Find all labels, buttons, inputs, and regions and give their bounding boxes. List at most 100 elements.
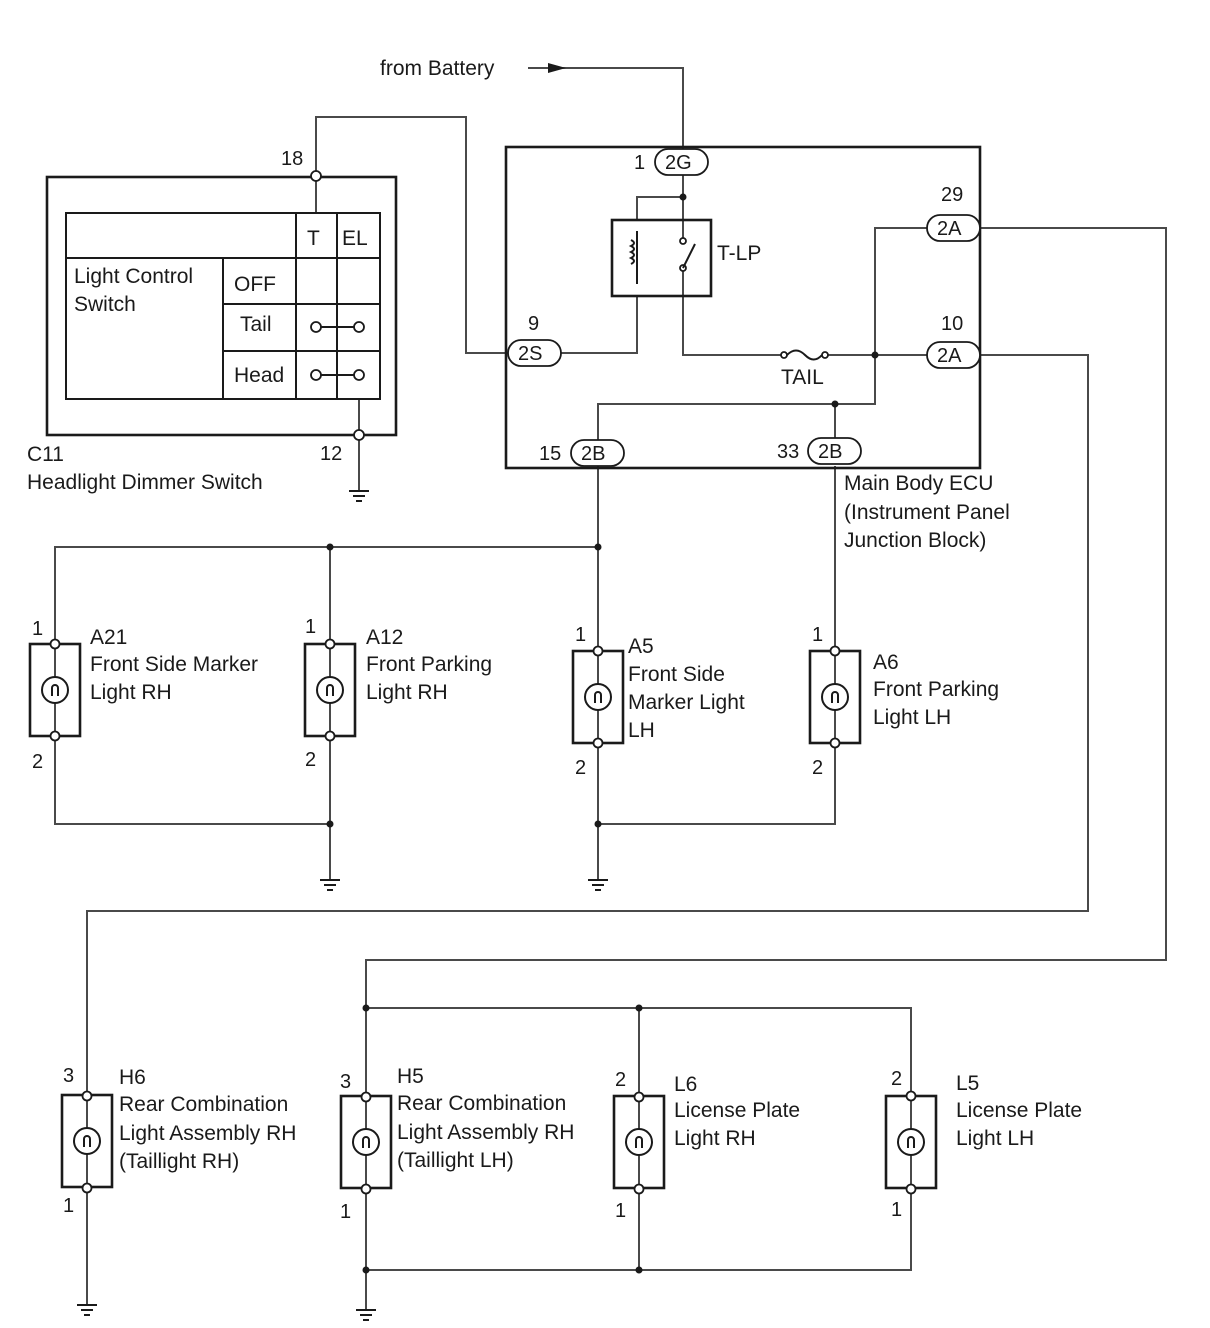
switch-name-2: Switch [74, 293, 136, 316]
lamp-l6-pin-bottom: 1 [615, 1200, 626, 1222]
lamp-a21: 1 2 A21 Front Side Marker Light RH [28, 618, 258, 773]
relay-label: T-LP [717, 242, 761, 265]
main-body-ecu: T-LP TAIL 2G 1 2S 9 2A 29 2A [504, 145, 1010, 552]
lamp-a12-pin-top: 1 [305, 616, 316, 638]
lamp-a6-line1: Front Parking [873, 678, 999, 701]
lamp-a12-code: A12 [366, 626, 403, 649]
lamp-a12-line1: Front Parking [366, 653, 492, 676]
connector-2s-code: 2S [518, 343, 542, 365]
lamp-a12-line2: Light RH [366, 681, 448, 704]
ecu-title-3: Junction Block) [844, 529, 986, 552]
lamp-h5-pin-bottom: 1 [340, 1201, 351, 1223]
tail-contact-icon [310, 321, 365, 333]
lamp-a12: 1 2 A12 Front Parking Light RH [303, 616, 492, 771]
ecu-title-1: Main Body ECU [844, 472, 993, 495]
lamp-h6-line2: Light Assembly RH [119, 1122, 296, 1145]
lamp-a5-line1: Front Side [628, 663, 725, 686]
ground-icon [349, 490, 369, 502]
connector-2b-33-pin: 33 [777, 441, 799, 463]
lamp-a6-pin-bottom: 2 [812, 757, 823, 779]
fuse-label: TAIL [781, 366, 824, 389]
connector-2a-10: 2A 10 [926, 313, 981, 369]
lamp-l5-pin-bottom: 1 [891, 1199, 902, 1221]
lamp-h6-line3: (Taillight RH) [119, 1150, 239, 1173]
lamp-a21-pin-bottom: 2 [32, 751, 43, 773]
ground-symbols [77, 490, 608, 1321]
lamp-h5-pin-top: 3 [340, 1071, 351, 1093]
lamp-a5-pin-bottom: 2 [575, 757, 586, 779]
lamp-a6-pin-top: 1 [812, 624, 823, 646]
connector-2a-29: 2A 29 [926, 184, 981, 242]
ground-icon [320, 879, 340, 891]
switch-code: C11 [27, 443, 64, 466]
connector-2g-code: 2G [665, 152, 692, 174]
lamp-h5-line2: Light Assembly RH [397, 1121, 574, 1144]
switch-row-tail: Tail [240, 313, 272, 336]
lamp-h5-line1: Rear Combination [397, 1092, 566, 1115]
lamp-l5-code: L5 [956, 1072, 979, 1095]
lamp-l5-line2: Light LH [956, 1127, 1034, 1150]
lamp-a5-line3: LH [628, 719, 655, 742]
relay-switch-icon [679, 237, 696, 272]
connector-2a-29-code: 2A [937, 218, 962, 240]
lamp-l6: 2 1 L6 License Plate Light RH [612, 1069, 800, 1222]
connector-2b-15-code: 2B [581, 443, 605, 465]
switch-col-el: EL [342, 227, 368, 250]
connector-2a-29-pin: 29 [941, 184, 963, 206]
lamp-h5-code: H5 [397, 1065, 424, 1088]
bulb-icon [821, 683, 849, 711]
lamp-l6-pin-top: 2 [615, 1069, 626, 1091]
lamp-a5-line2: Marker Light [628, 691, 745, 714]
connector-2s-pin: 9 [528, 313, 539, 335]
ground-icon [356, 1309, 376, 1321]
lamp-h5: 3 1 H5 Rear Combination Light Assembly R… [339, 1065, 574, 1223]
switch-row-head: Head [234, 364, 284, 387]
battery-label: from Battery [380, 57, 495, 80]
lamp-a6-code: A6 [873, 651, 899, 674]
switch-col-t: T [307, 227, 320, 250]
connector-2g-pin: 1 [634, 152, 645, 174]
bulb-icon [625, 1128, 653, 1156]
fuse-icon [780, 349, 829, 361]
bulb-icon [73, 1127, 101, 1155]
lamp-a6-line2: Light LH [873, 706, 951, 729]
connector-2b-33: 2B 33 [777, 437, 862, 465]
lamp-a5-pin-top: 1 [575, 624, 586, 646]
bulb-icon [41, 676, 69, 704]
headlight-dimmer-switch: 18 12 T EL Light Control Switch OFF Tail… [27, 148, 398, 494]
connector-2a-10-code: 2A [937, 345, 962, 367]
lamp-h6-line1: Rear Combination [119, 1093, 288, 1116]
junction-dots [326, 193, 879, 1274]
lamp-a21-line1: Front Side Marker [90, 653, 258, 676]
lamp-a12-pin-bottom: 2 [305, 749, 316, 771]
bulb-icon [352, 1128, 380, 1156]
lamp-l5-line1: License Plate [956, 1099, 1082, 1122]
lamp-l5-pin-top: 2 [891, 1068, 902, 1090]
switch-title: Headlight Dimmer Switch [27, 471, 263, 494]
bulb-icon [316, 676, 344, 704]
connector-2s: 2S 9 [507, 313, 562, 367]
lamp-a5-code: A5 [628, 635, 654, 658]
lamp-h6-pin-top: 3 [63, 1065, 74, 1087]
lamp-a21-line2: Light RH [90, 681, 172, 704]
connector-2a-10-pin: 10 [941, 313, 963, 335]
switch-row-off: OFF [234, 273, 276, 296]
bulb-icon [584, 683, 612, 711]
switch-name-1: Light Control [74, 265, 193, 288]
lamp-a5: 1 2 A5 Front Side Marker Light LH [571, 624, 745, 779]
lamp-h6-code: H6 [119, 1066, 146, 1089]
connector-2b-33-code: 2B [818, 441, 842, 463]
lamp-a21-code: A21 [90, 626, 127, 649]
lamp-h6: 3 1 H6 Rear Combination Light Assembly R… [60, 1065, 296, 1217]
switch-pin-18: 18 [281, 148, 303, 170]
lamp-h5-line3: (Taillight LH) [397, 1149, 514, 1172]
lamp-h6-pin-bottom: 1 [63, 1195, 74, 1217]
lamp-l6-line1: License Plate [674, 1099, 800, 1122]
bulb-icon [897, 1128, 925, 1156]
connector-2b-15: 2B 15 [539, 439, 625, 467]
ground-icon [588, 879, 608, 891]
relay-coil-icon [628, 231, 638, 284]
lamp-l5: 2 1 L5 License Plate Light LH [884, 1068, 1082, 1221]
wires [54, 63, 1167, 1310]
